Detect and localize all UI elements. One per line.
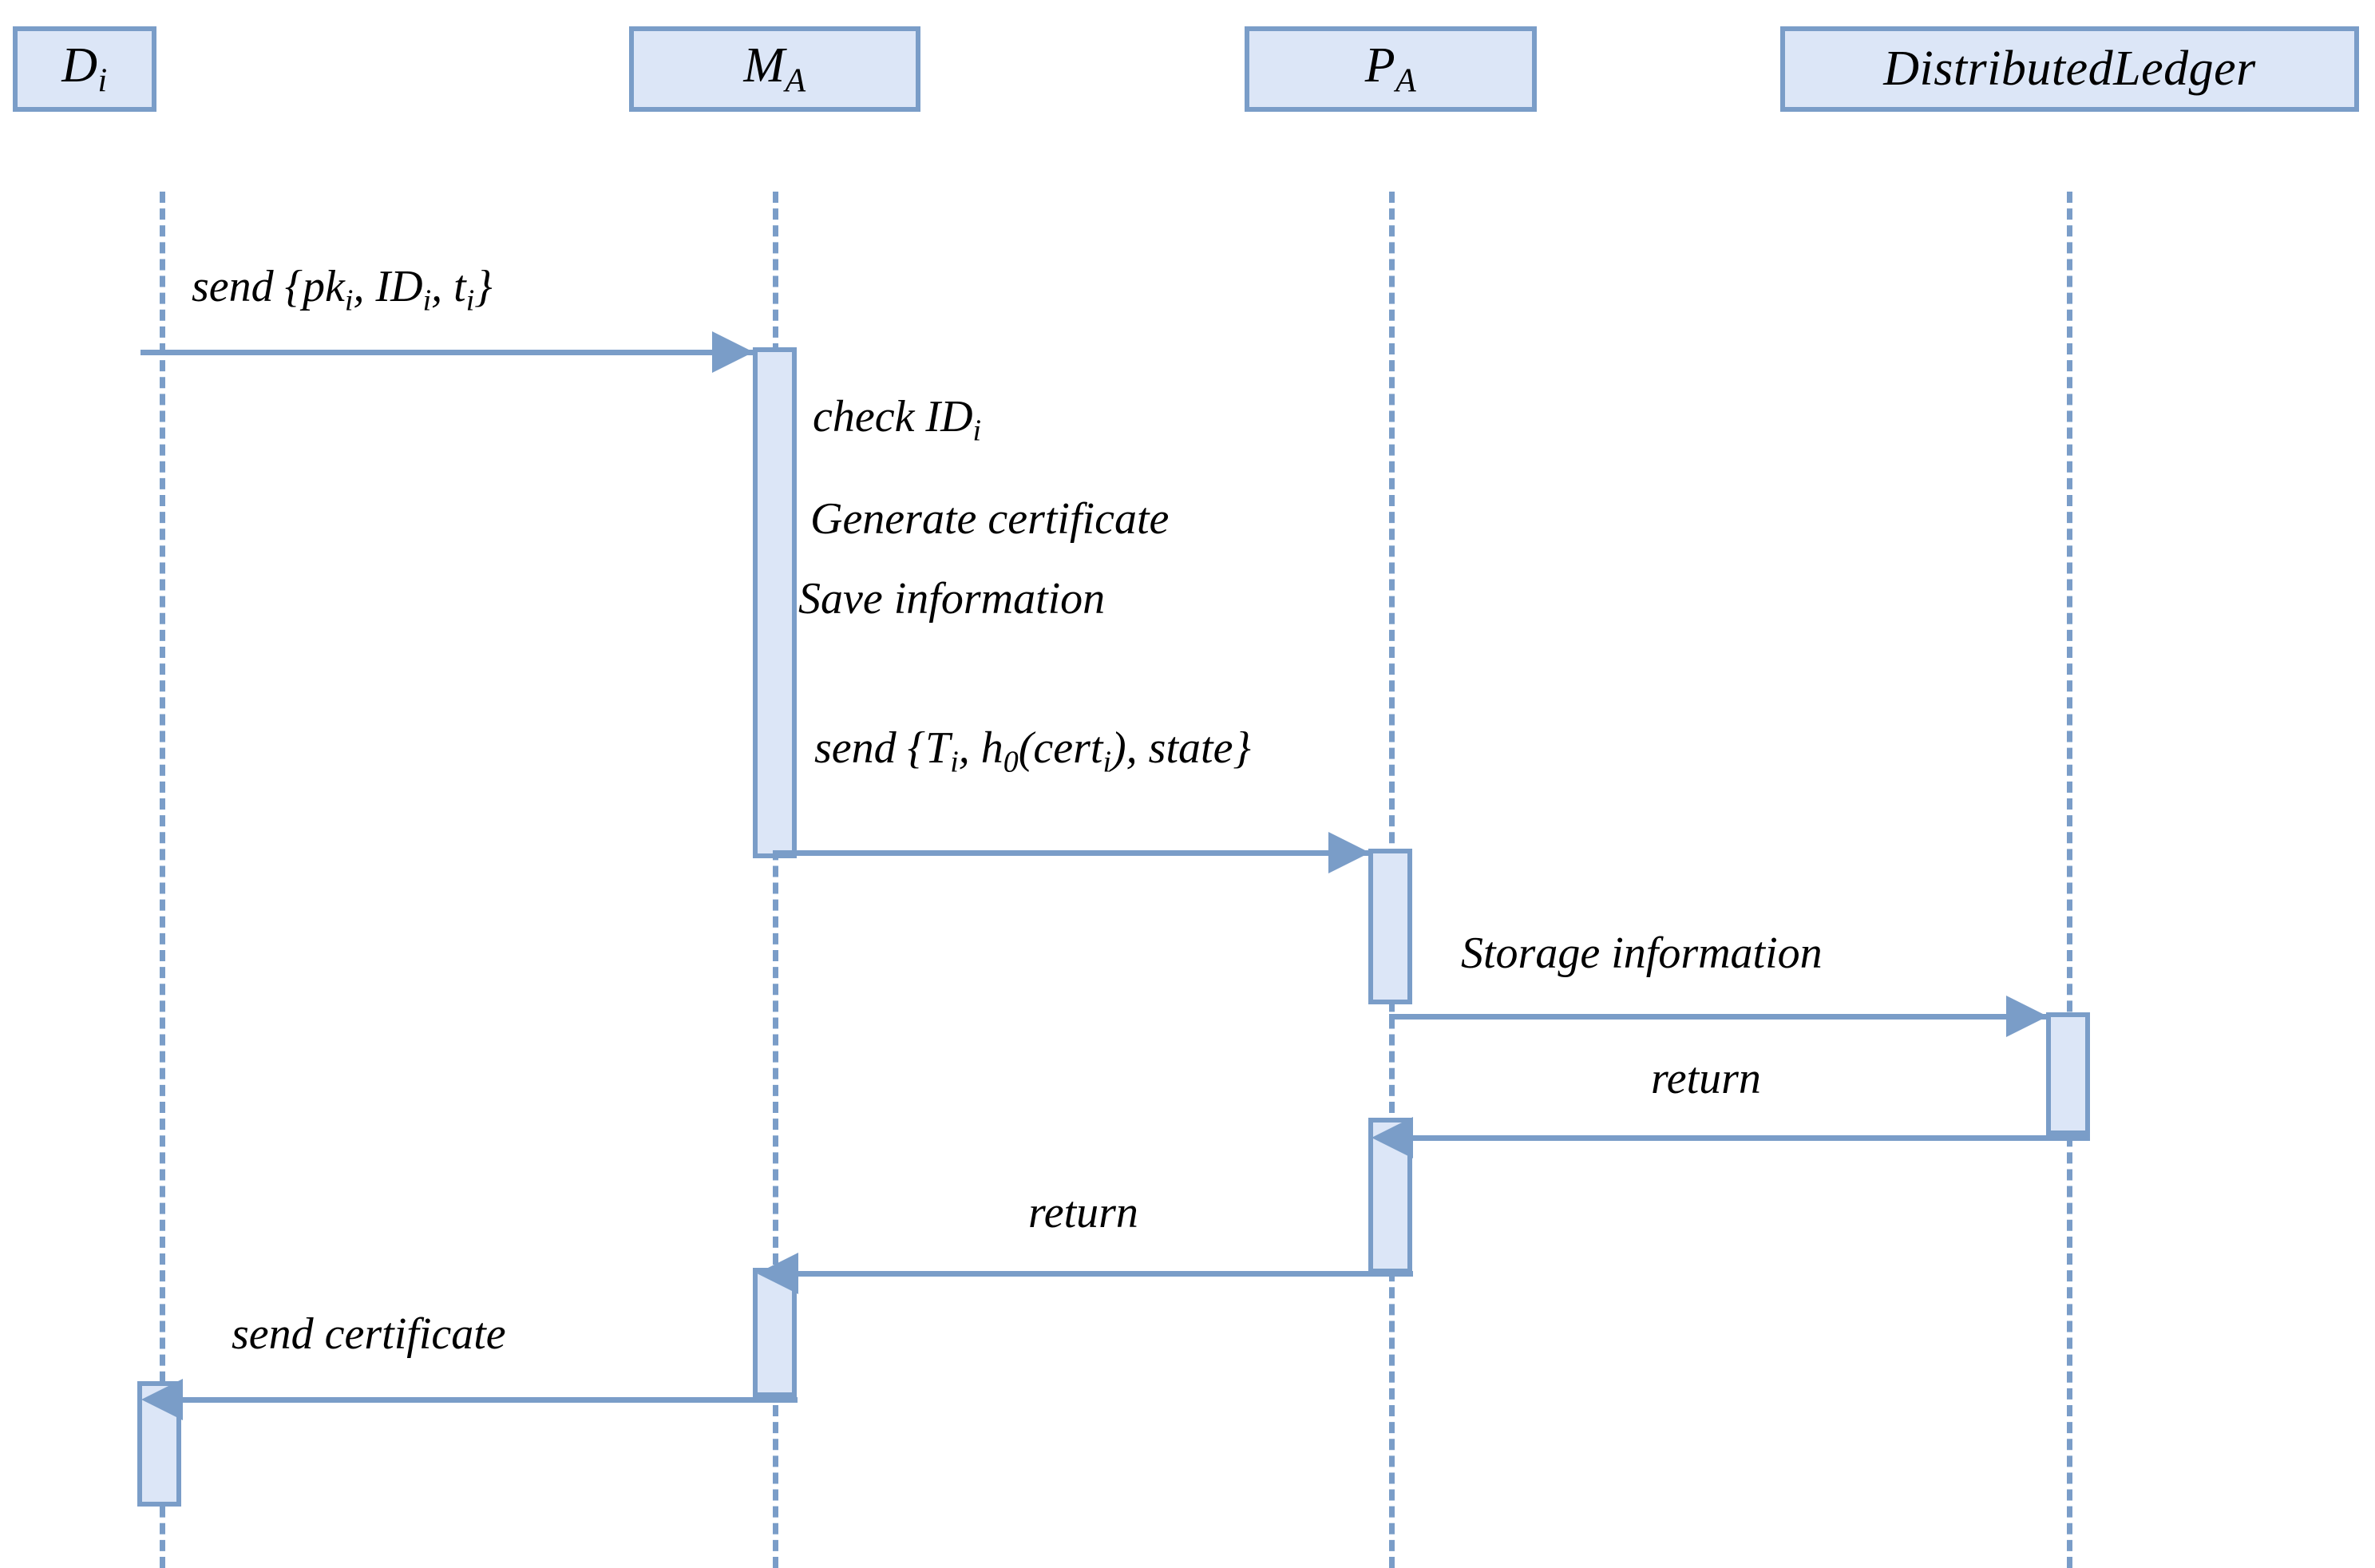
lifeline-ledger bbox=[2067, 192, 2072, 1568]
message-arrow-6-line bbox=[181, 1397, 798, 1403]
activation-pa-1 bbox=[1368, 849, 1412, 1004]
message-arrow-2-line bbox=[773, 850, 1372, 856]
participant-ledger-label: DistributedLedger bbox=[1883, 42, 2256, 96]
message-arrow-5-line bbox=[797, 1271, 1413, 1277]
message-arrow-1-head bbox=[712, 331, 754, 373]
action-generate-certificate-text: Generate certificate bbox=[810, 494, 1170, 544]
action-label-generate-certificate: Generate certificate bbox=[810, 493, 1169, 544]
participant-pa-label: PA bbox=[1364, 38, 1417, 100]
participant-pa[interactable]: PA bbox=[1245, 26, 1537, 112]
message-arrow-3-line bbox=[1389, 1014, 2049, 1020]
lifeline-ma bbox=[773, 192, 778, 1568]
action-save-information-text: Save information bbox=[798, 574, 1106, 624]
action-check-id-text: check IDi bbox=[813, 392, 982, 448]
activation-ledger-1 bbox=[2046, 1012, 2090, 1135]
message-arrow-5-head bbox=[757, 1253, 798, 1294]
message-label-6: send certificate bbox=[232, 1311, 506, 1358]
activation-ma-1 bbox=[753, 347, 797, 858]
message-label-3-text: Storage information bbox=[1461, 929, 1823, 978]
message-label-1-text: send {pki, IDi, ti} bbox=[192, 262, 493, 318]
participant-device[interactable]: Di bbox=[13, 26, 156, 112]
message-label-2-text: send {Ti, h0(certi), state} bbox=[814, 723, 1251, 779]
message-label-3: Storage information bbox=[1461, 930, 1823, 977]
message-arrow-4-head bbox=[1372, 1117, 1413, 1158]
message-arrow-2-head bbox=[1328, 832, 1370, 873]
action-label-check-id: check IDi bbox=[813, 391, 981, 448]
message-arrow-6-head bbox=[141, 1379, 183, 1420]
message-label-6-text: send certificate bbox=[232, 1309, 506, 1359]
participant-ma[interactable]: MA bbox=[629, 26, 920, 112]
message-label-2: send {Ti, h0(certi), state} bbox=[814, 725, 1251, 778]
message-label-5: return bbox=[1028, 1190, 1138, 1237]
message-label-1: send {pki, IDi, ti} bbox=[192, 263, 493, 317]
message-arrow-1-line bbox=[141, 350, 755, 355]
participant-ledger[interactable]: DistributedLedger bbox=[1780, 26, 2359, 112]
lifeline-device bbox=[160, 192, 165, 1568]
message-label-4-text: return bbox=[1651, 1054, 1761, 1103]
message-label-4: return bbox=[1651, 1055, 1761, 1103]
message-arrow-3-head bbox=[2006, 996, 2048, 1037]
action-label-save-information: Save information bbox=[798, 573, 1105, 624]
message-arrow-4-line bbox=[1411, 1135, 2090, 1141]
participant-ma-label: MA bbox=[743, 38, 806, 100]
participant-device-label: Di bbox=[61, 38, 108, 100]
message-label-5-text: return bbox=[1028, 1188, 1138, 1237]
